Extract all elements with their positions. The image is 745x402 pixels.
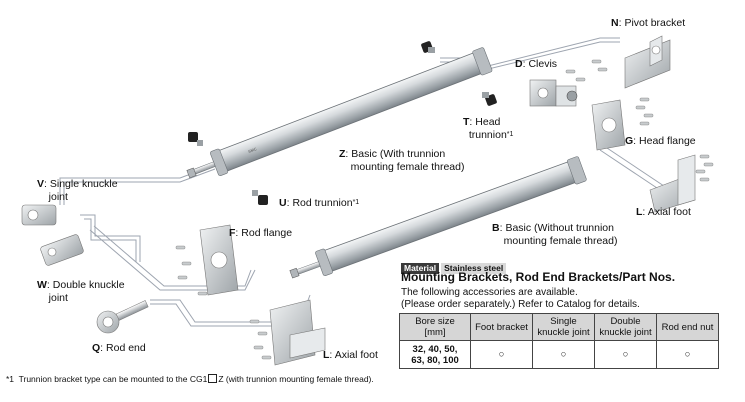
- head-flange-icon: [591, 99, 626, 151]
- footnote: *1 Trunnion bracket type can be mounted …: [6, 374, 374, 384]
- label-pivot-bracket: N: Pivot bracket: [611, 17, 686, 29]
- pivot-bracket-icon: [624, 35, 671, 89]
- material-label: Material: [401, 263, 440, 274]
- axial-foot-icon: [649, 154, 696, 213]
- svg-text:SMC: SMC: [247, 146, 257, 154]
- cylinder-z: SMC: [186, 47, 493, 179]
- cylinder-b: [289, 156, 587, 279]
- label-basic-b: B: Basic (Without trunnion mounting fema…: [492, 222, 618, 247]
- axial-foot-icon: [269, 299, 326, 366]
- bore-size-cell: 32, 40, 50,63, 80, 100: [399, 340, 471, 369]
- header-foot-bracket: Foot bracket: [470, 313, 533, 341]
- single-knuckle-icon: [21, 204, 57, 226]
- double-knuckle-icon: [40, 234, 84, 266]
- header-bore-size: Bore size[mm]: [399, 313, 471, 341]
- label-double-knuckle: W: Double knuckle joint: [37, 279, 125, 304]
- section-line-2: (Please order separately.) Refer to Cata…: [401, 299, 640, 310]
- label-head-flange: G: Head flange: [625, 135, 696, 147]
- section-title: Mounting Brackets, Rod End Brackets/Part…: [401, 270, 676, 284]
- label-basic-z: Z: Basic (With trunnion mounting female …: [339, 148, 465, 173]
- label-head-trunnion: T: Head trunnion*1: [463, 116, 514, 141]
- section-line-1: The following accessories are available.: [401, 287, 578, 298]
- label-single-knuckle: V: Single knuckle joint: [37, 178, 118, 203]
- availability-mark: ○: [532, 340, 595, 369]
- head-trunnion-icon: [421, 41, 497, 106]
- availability-mark: ○: [656, 340, 719, 369]
- table-row: 32, 40, 50,63, 80, 100 ○ ○ ○ ○: [399, 340, 719, 369]
- clevis-icon: [529, 79, 578, 107]
- rod-trunnion-icon: [188, 132, 268, 205]
- bolt-icons: [175, 59, 714, 360]
- label-rod-trunnion: U: Rod trunnion*1: [279, 197, 360, 209]
- material-value: Stainless steel: [441, 263, 507, 274]
- header-rod-end-nut: Rod end nut: [656, 313, 719, 341]
- rod-flange-icon: [199, 224, 239, 296]
- placeholder-box-icon: [208, 374, 218, 383]
- availability-mark: ○: [594, 340, 657, 369]
- label-clevis: D: Clevis: [515, 58, 558, 70]
- availability-mark: ○: [470, 340, 533, 369]
- label-rod-end: Q: Rod end: [92, 342, 146, 354]
- label-axial-foot-right: L: Axial foot: [636, 206, 691, 218]
- label-rod-flange: F: Rod flange: [229, 227, 293, 239]
- rod-end-icon: [96, 300, 149, 334]
- label-axial-foot-bottom: L: Axial foot: [323, 349, 378, 361]
